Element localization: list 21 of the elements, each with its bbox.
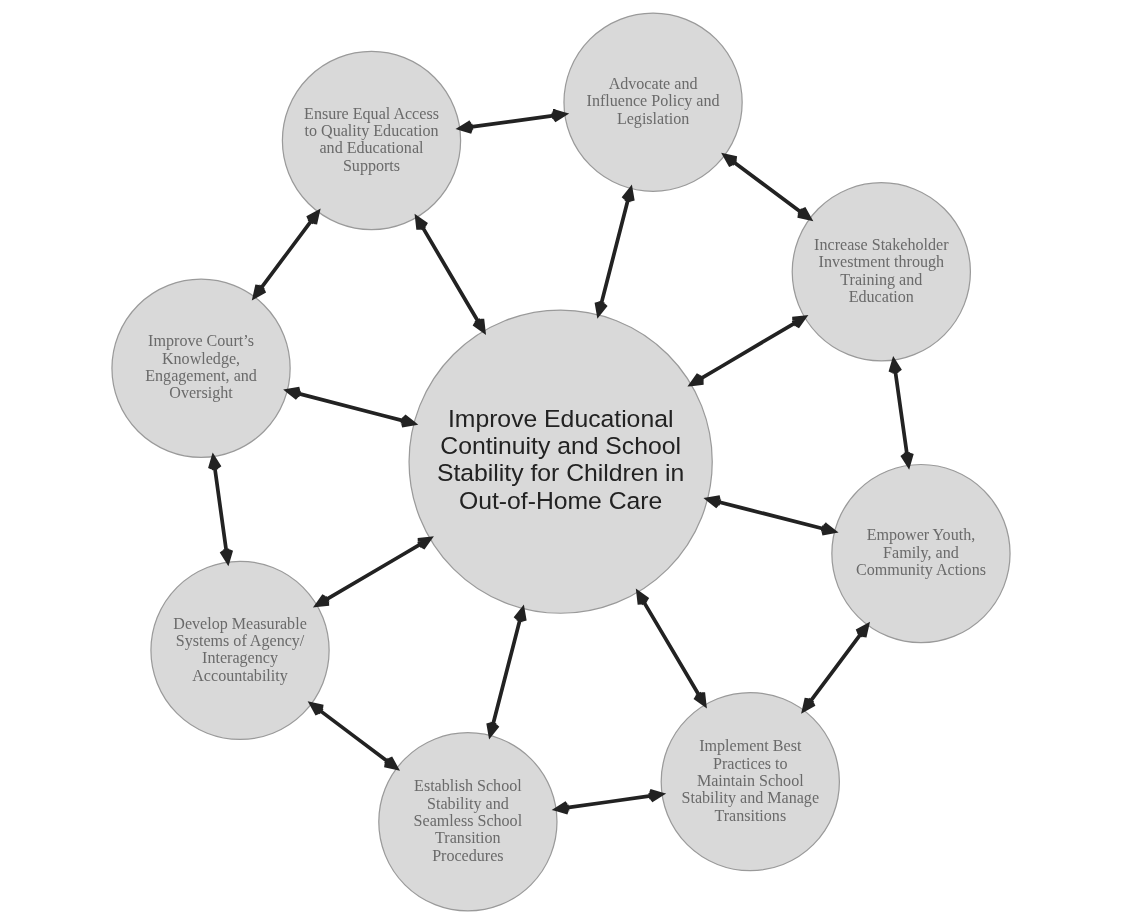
arrow	[486, 606, 527, 737]
arrow	[314, 536, 432, 607]
arrow	[801, 623, 870, 712]
arrow	[309, 702, 399, 770]
node-circle: Empower Youth, Family, and Community Actions	[831, 463, 1011, 644]
arrow	[415, 215, 486, 333]
arrow	[285, 386, 416, 428]
arrow	[458, 108, 567, 134]
node-circle: Advocate and Influence Policy and Legislation	[563, 12, 743, 192]
arrow	[594, 187, 635, 317]
arrow	[706, 495, 837, 536]
node-circle: Establish School Stability and Seamless School Transition Procedures	[378, 732, 558, 912]
arrow	[554, 789, 664, 815]
node-circle: Improve Educational Continuity and School Stability for Children in Out-of-Home Care	[408, 309, 713, 614]
arrow	[722, 153, 812, 221]
arrow	[888, 358, 914, 468]
arrow	[208, 455, 234, 564]
node-circle: Improve Court’s Knowledge, Engagement, and Oversight	[111, 278, 291, 458]
arrow	[689, 315, 807, 387]
arrow	[636, 590, 707, 707]
arrow	[252, 210, 320, 299]
